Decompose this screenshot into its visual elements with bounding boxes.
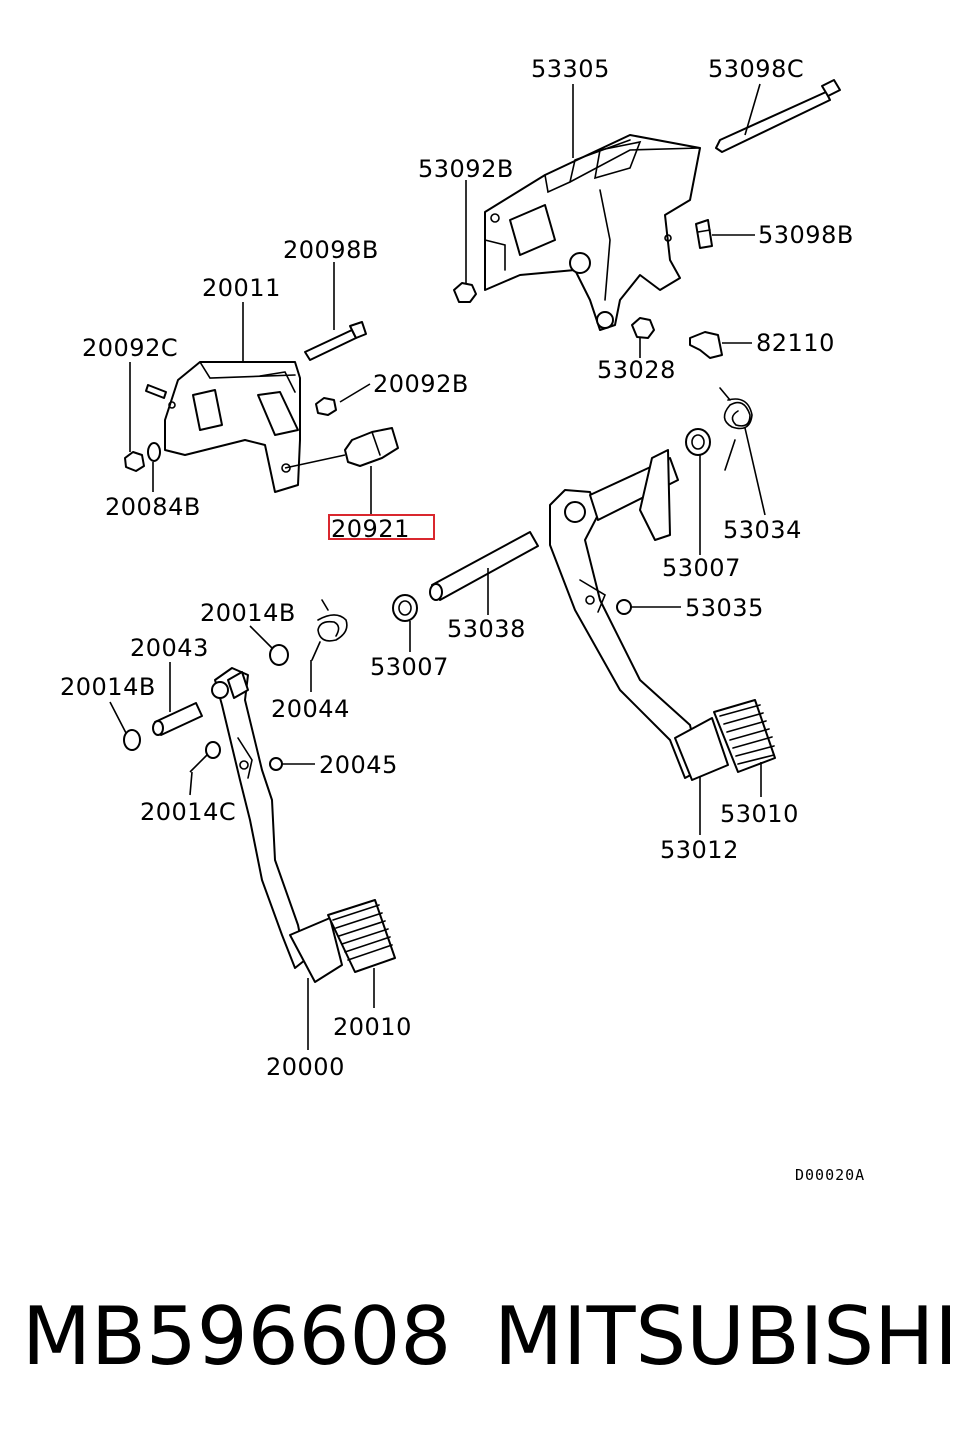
washer-20084b [147, 442, 161, 462]
brake-pedal-arm [549, 449, 729, 781]
bush-53007-bottom [392, 594, 418, 622]
label-53038[interactable]: 53038 [447, 615, 526, 643]
label-53305[interactable]: 53305 [531, 55, 610, 83]
shaft-53038 [429, 531, 539, 601]
brand-name: MITSUBISHI [494, 1290, 958, 1383]
label-20092c[interactable]: 20092C [82, 334, 178, 362]
label-53012[interactable]: 53012 [660, 836, 739, 864]
bolt-20098b [304, 321, 367, 361]
pedal-pad-53010 [713, 699, 776, 773]
pin-20043 [152, 702, 203, 736]
bolt-53098c [715, 79, 841, 153]
label-20000[interactable]: 20000 [266, 1053, 345, 1081]
spring-20044 [311, 599, 348, 661]
bush-20014c [205, 741, 221, 759]
label-20092b[interactable]: 20092B [373, 370, 469, 398]
label-20014b-left[interactable]: 20014B [60, 673, 156, 701]
bush-53035 [616, 599, 632, 615]
spring-53034 [719, 387, 753, 471]
nut-20092b [315, 397, 337, 416]
label-53007-bottom[interactable]: 53007 [370, 653, 449, 681]
clutch-pedal-bracket [145, 361, 301, 493]
label-53035[interactable]: 53035 [685, 594, 764, 622]
label-53034[interactable]: 53034 [723, 516, 802, 544]
label-20044[interactable]: 20044 [271, 695, 350, 723]
label-20014b-top[interactable]: 20014B [200, 599, 296, 627]
clip-82110 [689, 331, 723, 359]
nut-53028 [631, 317, 655, 339]
highlight-box [328, 514, 435, 540]
bolt-53098b [695, 219, 713, 249]
bush-53007-top [685, 428, 711, 456]
label-53010[interactable]: 53010 [720, 800, 799, 828]
label-20010[interactable]: 20010 [333, 1013, 412, 1041]
label-20084b[interactable]: 20084B [105, 493, 201, 521]
label-20045[interactable]: 20045 [319, 751, 398, 779]
label-53098c[interactable]: 53098C [708, 55, 804, 83]
pedal-pad-20010 [327, 899, 396, 973]
nut-53092b [453, 282, 477, 303]
clip-20045 [269, 757, 283, 771]
label-53092b[interactable]: 53092B [418, 155, 514, 183]
label-20098b[interactable]: 20098B [283, 236, 379, 264]
clutch-pedal-arm [211, 667, 343, 983]
label-20921[interactable]: 20921 [331, 515, 410, 543]
label-20011[interactable]: 20011 [202, 274, 281, 302]
bush-20014b-top [269, 644, 289, 666]
label-20043[interactable]: 20043 [130, 634, 209, 662]
switch-20921 [284, 427, 399, 469]
bush-20014b-left [123, 729, 141, 751]
label-53007-top[interactable]: 53007 [662, 554, 741, 582]
nut-20092c [124, 451, 145, 472]
leader-lines [109, 83, 766, 1050]
label-82110[interactable]: 82110 [756, 329, 835, 357]
label-20014c[interactable]: 20014C [140, 798, 236, 826]
brake-pedal-bracket [484, 134, 701, 331]
part-number: MB596608 [22, 1290, 452, 1383]
label-53028[interactable]: 53028 [597, 356, 676, 384]
diagram-reference: D00020A [795, 1166, 865, 1184]
label-53098b[interactable]: 53098B [758, 221, 854, 249]
